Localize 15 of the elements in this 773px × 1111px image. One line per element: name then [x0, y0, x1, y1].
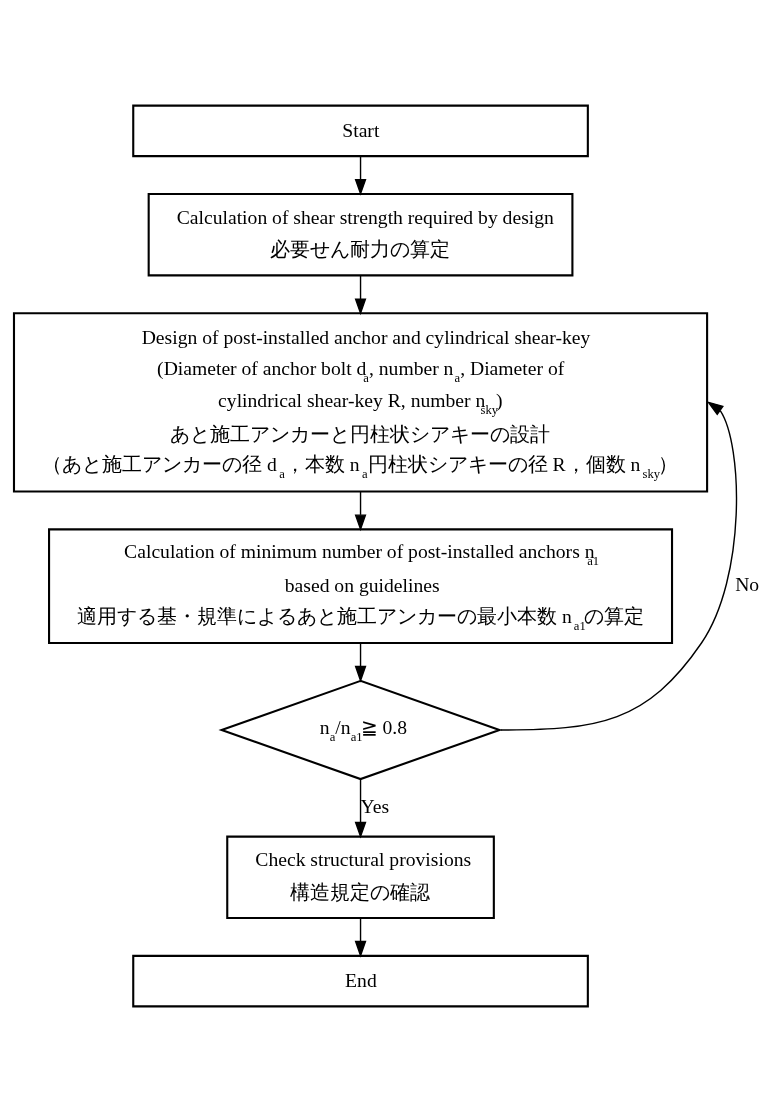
node-box: Design of post-installed anchor and cylindrical shear-key (Diameter of anchor bolt d$_{a}$, number n$_{a}$, Diameter of cylindrical shear-key R, number n$_{sky}$) あと施工アンカーと円柱状シアキーの設計 （あと施工アンカーの径 d$_{a}$，本数 n$_{a}$円柱状シアキーの径 R，個数 n$_{sky}$）: [12, 311, 709, 492]
node-box: Check structural provisions 構造規定の確認: [226, 835, 495, 919]
arrow: [354, 777, 367, 839]
arrow: [354, 274, 367, 315]
arrow: [354, 155, 367, 196]
node-box: End: [132, 954, 589, 1007]
edge-label: No: [735, 572, 760, 595]
node-box: Start: [132, 104, 589, 157]
node-diamond: n$_{a}$/n$_{a1}$≧ 0.8: [218, 679, 503, 780]
arrow: [354, 490, 367, 531]
arrow: [354, 642, 367, 683]
arrow: [354, 916, 367, 958]
arrow: [500, 400, 738, 731]
edge-label: Yes: [360, 794, 390, 817]
node-box: Calculation of shear strength required by design 必要せん耐力の算定: [147, 192, 574, 276]
